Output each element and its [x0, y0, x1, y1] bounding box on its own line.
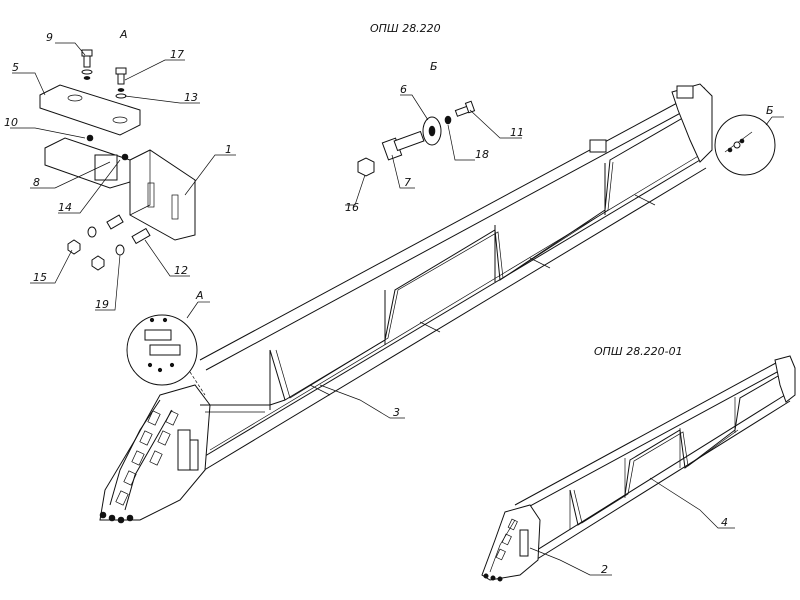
callout-14: 14 — [58, 201, 72, 214]
callout-5: 5 — [12, 61, 19, 74]
part-5-plate — [39, 84, 141, 136]
callout-7: 7 — [404, 176, 411, 189]
callout-6: 6 — [400, 83, 407, 96]
callout-2: 2 — [601, 563, 608, 576]
leader-2 — [529, 547, 612, 576]
callout-13: 13 — [184, 91, 198, 104]
callout-8: 8 — [33, 176, 40, 189]
leader-3 — [319, 384, 405, 419]
callout-4: 4 — [721, 516, 728, 529]
callout-detail-a: А — [195, 289, 204, 302]
callout-detail-b: Б — [766, 104, 774, 117]
variant-title: ОПШ 28.220-01 — [594, 345, 683, 358]
exploded-view-b — [345, 94, 522, 206]
callout-9: 9 — [46, 31, 53, 44]
view-a-title: А — [119, 28, 128, 41]
callout-11: 11 — [510, 126, 524, 139]
variant-boom — [481, 355, 796, 582]
callout-10: 10 — [4, 116, 18, 129]
callout-3: 3 — [393, 406, 400, 419]
callout-12: 12 — [174, 264, 188, 277]
detail-b-circle: Б — [714, 104, 784, 176]
callout-18: 18 — [475, 148, 489, 161]
callout-19: 19 — [95, 298, 109, 311]
detail-a-circle: А — [126, 289, 210, 396]
callout-17: 17 — [170, 48, 184, 61]
drawing-title: ОПШ 28.220 — [370, 22, 441, 35]
leader-4 — [649, 477, 735, 529]
callout-15: 15 — [33, 271, 47, 284]
callout-1: 1 — [225, 143, 232, 156]
view-b-title: Б — [430, 60, 438, 73]
exploded-view-a — [10, 42, 236, 311]
callout-labels: 1 2 3 4 5 6 7 8 9 10 11 12 13 14 15 16 1… — [4, 31, 728, 576]
callout-16: 16 — [345, 201, 359, 214]
main-boom — [99, 83, 713, 524]
